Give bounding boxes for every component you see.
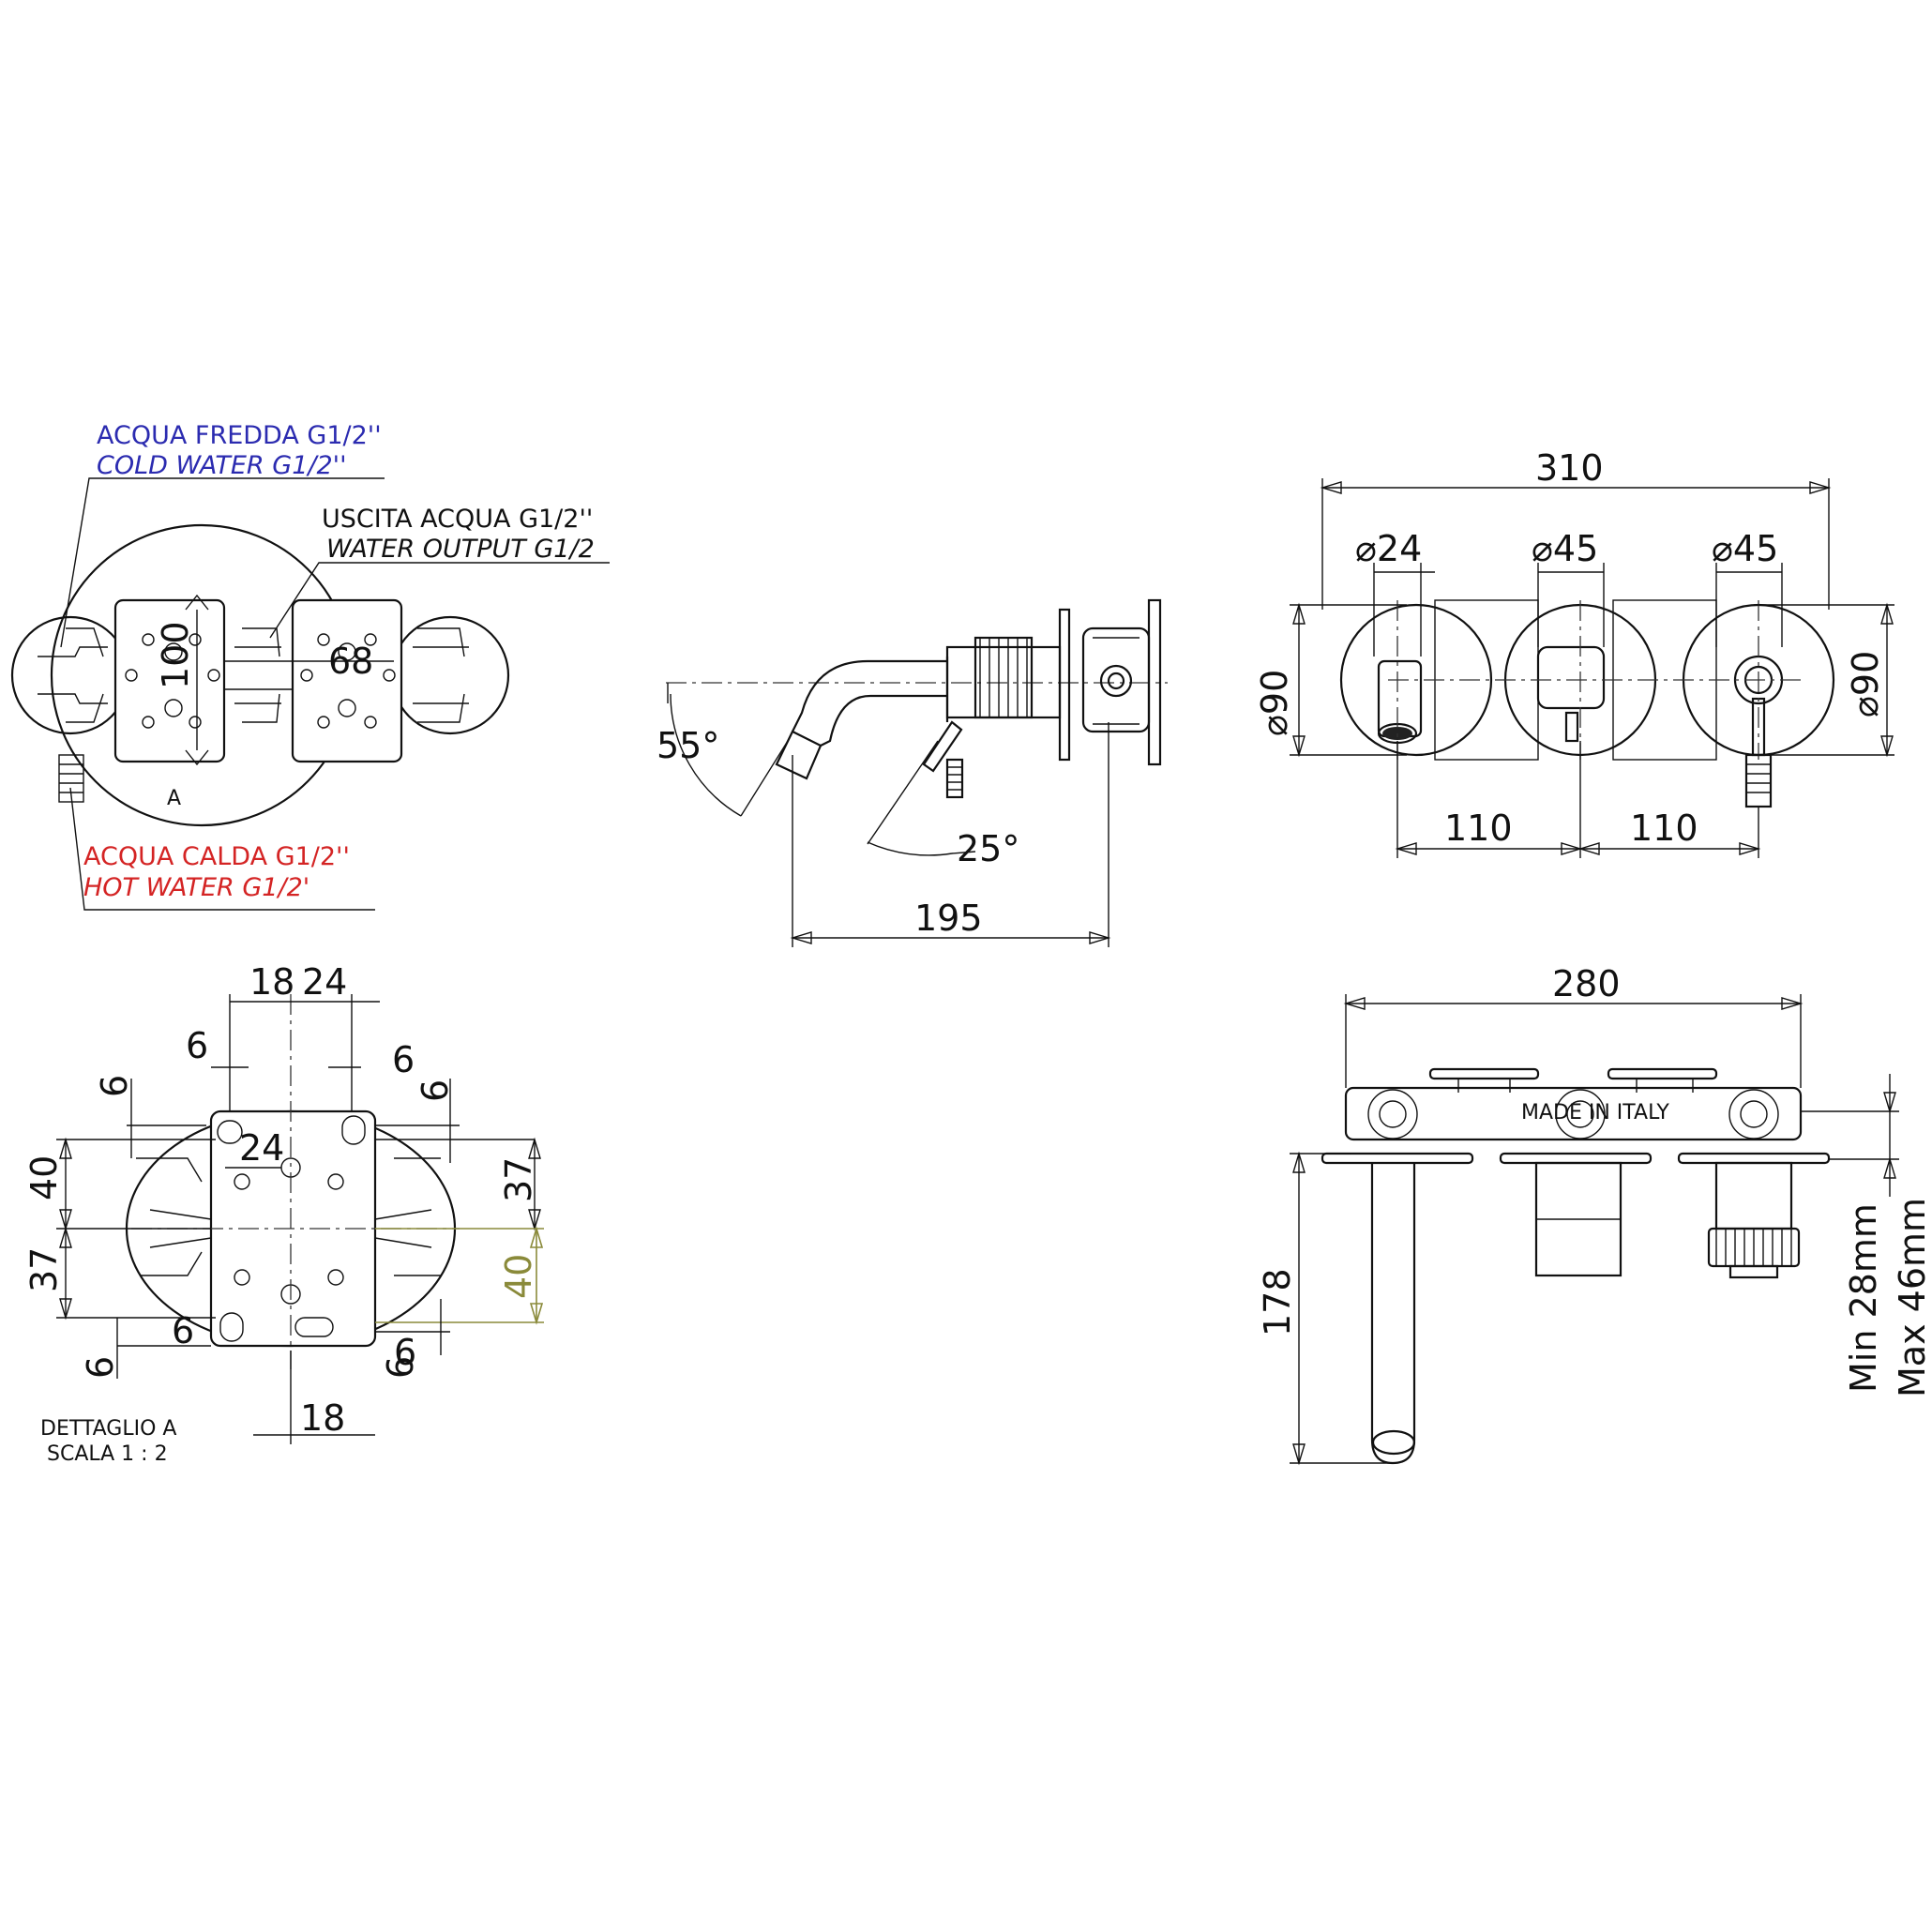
hot-water-label-it: ACQUA CALDA G1/2''	[83, 842, 350, 871]
detail-dim-6-bottom-right-edge: 6	[380, 1356, 421, 1379]
dim-dia-45-b: ⌀45	[1712, 528, 1778, 569]
dimensions: 100 68 55° 25° 195 310 ⌀24 ⌀45 ⌀45 ⌀90 ⌀…	[23, 447, 1932, 1439]
dim-dia-90-left: ⌀90	[1254, 670, 1295, 736]
detail-dim-37-right: 37	[498, 1157, 539, 1202]
labels: ACQUA FREDDA G1/2'' COLD WATER G1/2'' US…	[40, 421, 595, 1466]
hot-water-label-en: HOT WATER G1/2'	[83, 873, 309, 902]
cold-water-label-it: ACQUA FREDDA G1/2''	[97, 421, 382, 450]
dim-55deg: 55°	[657, 725, 719, 766]
dim-110-left: 110	[1444, 808, 1513, 849]
dim-25deg: 25°	[957, 828, 1019, 869]
detail-dim-24: 24	[302, 961, 347, 1003]
dim-195: 195	[914, 898, 983, 939]
top-view-body	[10, 477, 610, 911]
dim-dia-24: ⌀24	[1355, 528, 1422, 569]
dim-dia-45-a: ⌀45	[1532, 528, 1598, 569]
detail-dim-6-top-right: 6	[392, 1039, 415, 1080]
dim-280: 280	[1552, 963, 1621, 1004]
dim-68: 68	[328, 641, 373, 682]
made-in-label: MADE IN ITALY	[1521, 1101, 1669, 1124]
detail-dim-37-left: 37	[23, 1247, 65, 1292]
detail-dim-6-right: 6	[415, 1079, 456, 1102]
dim-100: 100	[155, 621, 196, 689]
detail-dim-6-bottom-left: 6	[172, 1310, 194, 1351]
plan-view: MADE IN ITALY	[1290, 994, 1899, 1466]
detail-a	[56, 994, 544, 1444]
detail-marker: A	[167, 787, 181, 810]
detail-scale: SCALA 1 : 2	[47, 1442, 168, 1466]
water-output-label-en: WATER OUTPUT G1/2	[326, 535, 595, 564]
detail-dim-18: 18	[249, 961, 294, 1003]
water-output-label-it: USCITA ACQUA G1/2''	[322, 505, 593, 534]
detail-dim-40-left: 40	[23, 1155, 65, 1200]
dim-110-right: 110	[1630, 808, 1698, 849]
detail-dim-18-bottom: 18	[300, 1397, 345, 1439]
detail-dim-24-inner: 24	[239, 1127, 284, 1169]
cold-water-label-en: COLD WATER G1/2''	[97, 451, 347, 480]
dim-178: 178	[1257, 1268, 1298, 1336]
detail-dim-6-left: 6	[94, 1075, 135, 1097]
detail-dim-6-bottom-right: 6	[394, 1332, 416, 1373]
detail-dim-6-top-left: 6	[186, 1025, 208, 1066]
dim-310: 310	[1535, 447, 1604, 489]
dim-min-28: Min 28mm	[1843, 1203, 1884, 1393]
detail-title: DETTAGLIO A	[40, 1417, 176, 1441]
detail-dim-40-right: 40	[498, 1254, 539, 1299]
side-view	[666, 598, 1168, 947]
front-view	[1290, 478, 1894, 858]
dim-max-46: Max 46mm	[1892, 1198, 1932, 1397]
dim-dia-90-right: ⌀90	[1845, 651, 1886, 717]
detail-dim-6-bottom-edge: 6	[80, 1356, 121, 1379]
